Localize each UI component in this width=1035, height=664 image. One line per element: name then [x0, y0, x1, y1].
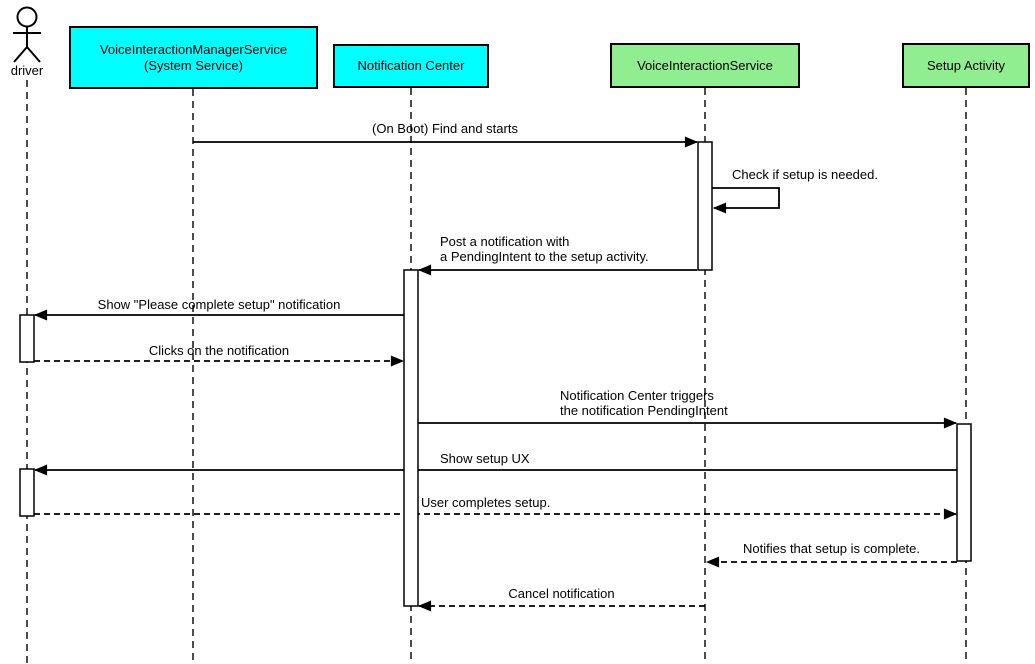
message-label-check-if-setup-needed: Check if setup is needed.: [732, 167, 878, 182]
participant-box-setup-activity: Setup Activity: [902, 43, 1030, 88]
participant-box-voice-interaction-manager-service: VoiceInteractionManagerService (System S…: [69, 26, 318, 89]
message-label-show-setup-ux: Show setup UX: [440, 451, 530, 466]
message-label-notifies-setup-complete: Notifies that setup is complete.: [742, 541, 921, 556]
actor-driver-label: driver: [10, 63, 44, 78]
message-label-user-completes-setup: User completes setup.: [421, 495, 551, 510]
activation-bar-notification-center: [403, 269, 419, 607]
message-label-triggers-pendingintent: Notification Center triggers the notific…: [560, 388, 728, 418]
message-label-show-complete-setup-notification: Show "Please complete setup" notificatio…: [97, 297, 341, 312]
message-arrow-check-if-setup-needed: [712, 187, 780, 214]
message-label-cancel-notification: Cancel notification: [508, 586, 615, 601]
message-label-on-boot-find-and-starts: (On Boot) Find and starts: [372, 121, 518, 136]
activation-bar-driver-2: [19, 468, 35, 517]
participant-box-notification-center: Notification Center: [333, 44, 489, 88]
activation-bar-voice-interaction-service: [697, 141, 713, 271]
participant-box-voice-interaction-service: VoiceInteractionService: [610, 43, 800, 88]
message-label-post-notification: Post a notification with a PendingIntent…: [440, 234, 649, 264]
actor-driver-icon: [13, 6, 41, 63]
activation-bar-setup-activity: [956, 423, 972, 562]
activation-bar-driver-1: [19, 314, 35, 363]
message-label-clicks-on-notification: Clicks on the notification: [148, 343, 290, 358]
